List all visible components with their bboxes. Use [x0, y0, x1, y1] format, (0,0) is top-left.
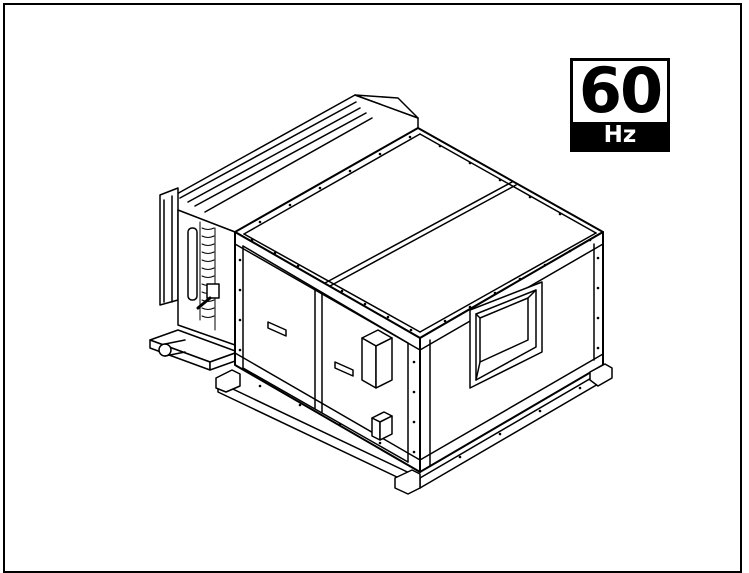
fastener-dots — [238, 135, 600, 459]
coil-tubes — [187, 221, 220, 331]
badge-frequency-value: 60 — [578, 54, 663, 127]
badge-frequency-unit: Hz — [573, 122, 667, 149]
base-rails — [215, 363, 613, 495]
frequency-badge: 60 Hz — [570, 54, 670, 152]
air-handler-illustration — [149, 94, 613, 495]
electrical-box — [361, 329, 393, 441]
door-handles — [267, 321, 354, 377]
supply-air-opening — [469, 281, 543, 389]
